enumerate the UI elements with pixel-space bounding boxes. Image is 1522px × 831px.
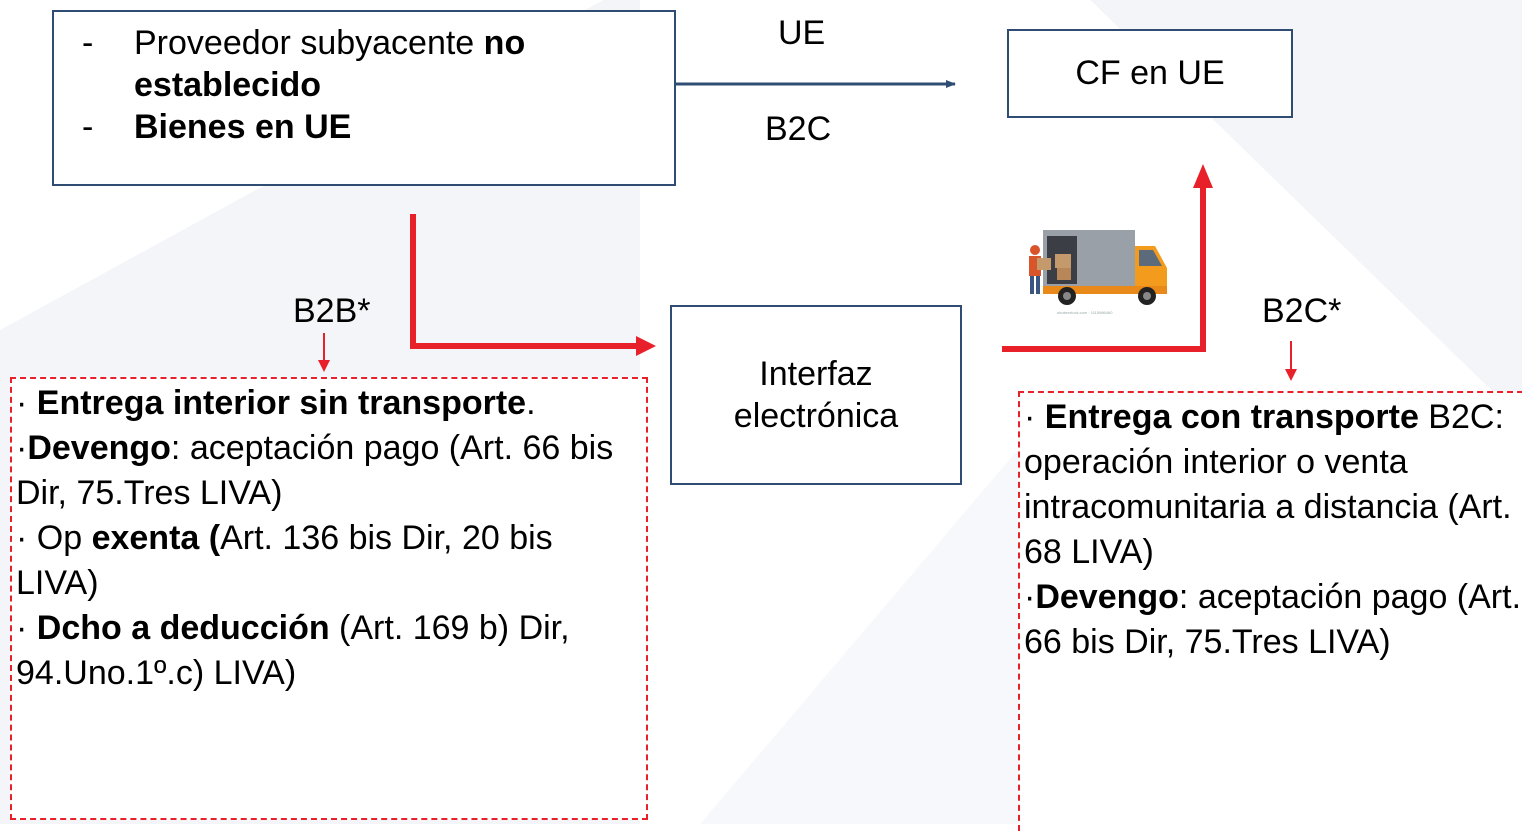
b2c-note-box: · Entrega con transporte B2C: operación … xyxy=(1018,391,1522,831)
bold-text: exenta ( xyxy=(91,519,221,557)
b2b-note-paragraph: · Entrega interior sin transporte. xyxy=(16,381,642,426)
text: : aceptación pago (Art. 66 bis Dir, 75.T… xyxy=(1024,578,1522,661)
arrow-supplier-to-interface xyxy=(410,214,640,349)
b2b-note-paragraph: ·Devengo: aceptación pago (Art. 66 bis D… xyxy=(16,426,642,516)
bold-text: Bienes en UE xyxy=(134,108,352,146)
interface-box: Interfaz electrónica xyxy=(670,305,962,485)
interface-label-line1: Interfaz xyxy=(759,355,873,393)
b2b-note-paragraph: · Op exenta (Art. 136 bis Dir, 20 bis LI… xyxy=(16,516,642,606)
supplier-list-item: - Bienes en UE xyxy=(72,106,656,148)
edge-label-b2b-star: B2B* xyxy=(293,292,371,330)
image-caption: shutterstock.com · 1115986460 xyxy=(1057,310,1113,315)
text: Proveedor subyacente xyxy=(134,24,484,62)
supplier-box: - Proveedor subyacente no establecido - Bie… xyxy=(52,10,676,186)
text: . xyxy=(526,384,536,422)
delivery-truck-icon xyxy=(1017,220,1175,320)
supplier-list-item: - Proveedor subyacente no establecido xyxy=(72,22,656,106)
text: · xyxy=(16,429,28,467)
bold-text: no establecido xyxy=(134,24,526,104)
edge-label-b2c: B2C xyxy=(765,110,832,148)
edge-label-b2c-star: B2C* xyxy=(1262,292,1342,330)
text: · xyxy=(1024,398,1045,436)
text: · xyxy=(1024,578,1036,616)
text: (Art. 169 b) Dir, 94.Uno.1º.c) LIVA) xyxy=(16,609,570,692)
b2b-note-box: · Entrega interior sin transporte.·Deven… xyxy=(10,377,648,820)
bullet-dash: - xyxy=(82,24,94,62)
b2b-note-paragraph: · Dcho a deducción (Art. 169 b) Dir, 94.… xyxy=(16,606,642,696)
bullet-dash: - xyxy=(82,108,94,146)
text: : aceptación pago (Art. 66 bis Dir, 75.T… xyxy=(16,429,614,512)
arrow-head-consumer xyxy=(1193,164,1213,188)
b2c-note-paragraph: · Entrega con transporte B2C: operación … xyxy=(1024,395,1522,575)
bold-text: Devengo xyxy=(27,429,171,467)
arrow-head-interface xyxy=(636,336,656,356)
arrow-interface-to-consumer xyxy=(1002,185,1206,352)
text: B2C: operación interior o venta intracom… xyxy=(1024,398,1512,571)
bold-text: Entrega con transporte xyxy=(1044,398,1419,436)
edge-label-ue: UE xyxy=(778,14,826,52)
supplier-list: - Proveedor subyacente no establecido - Bie… xyxy=(72,22,656,148)
bold-text: Devengo xyxy=(1035,578,1179,616)
text: · Op xyxy=(16,519,92,557)
consumer-box: CF en UE xyxy=(1007,29,1293,118)
interface-label-line2: electrónica xyxy=(733,397,899,435)
bold-text: Dcho a deducción xyxy=(36,609,330,647)
b2c-note-paragraph: ·Devengo: aceptación pago (Art. 66 bis D… xyxy=(1024,575,1522,665)
delivery-truck-image: shutterstock.com · 1115986460 xyxy=(1017,220,1175,320)
text: · xyxy=(16,609,37,647)
consumer-label: CF en UE xyxy=(1075,54,1225,92)
bold-text: Entrega interior sin transporte xyxy=(36,384,527,422)
text: Art. 136 bis Dir, 20 bis LIVA) xyxy=(16,519,553,602)
text: · xyxy=(16,384,37,422)
